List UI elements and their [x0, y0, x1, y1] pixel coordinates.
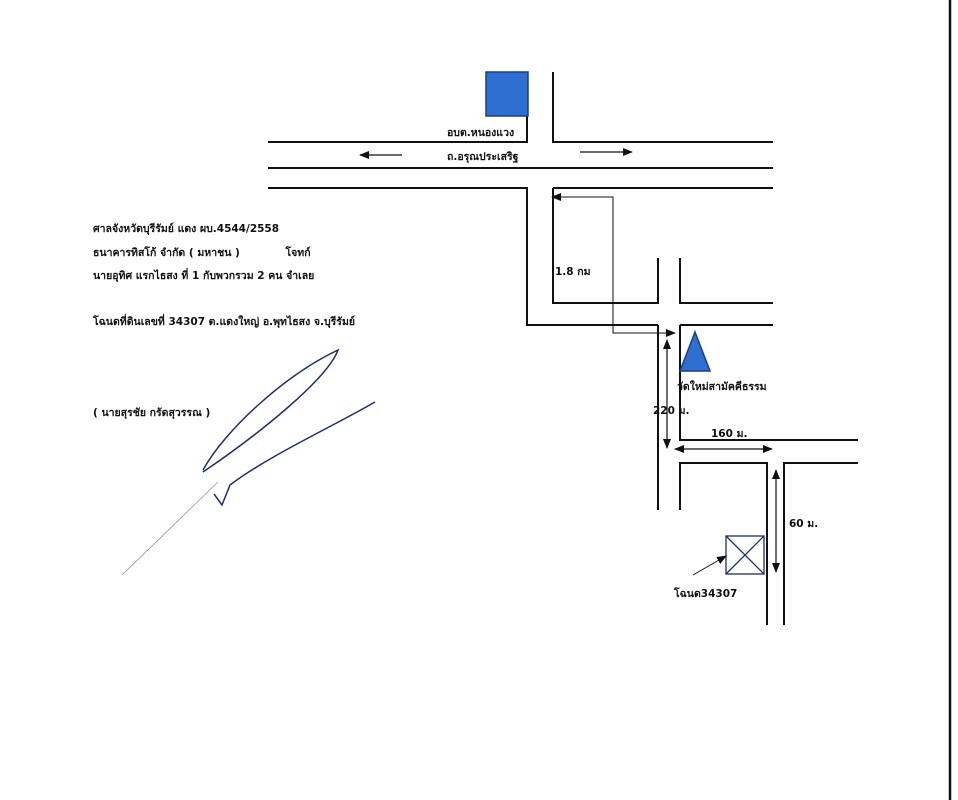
blue-triangle-icon [678, 329, 712, 372]
parcel-label: โฉนด34307 [673, 587, 737, 600]
side-road-vertical [657, 325, 858, 625]
plaintiff-role: โจทก์ [285, 247, 311, 259]
dist-220-label: 220 ม. [653, 405, 689, 417]
plaintiff-note: ธนาคารทิสโก้ จำกัด ( มหาชน ) โจทก์ [93, 244, 311, 261]
temple-label: วัดใหม่สามัคคีธรรม [677, 379, 767, 393]
distance-main-label: 1.8 กม [555, 266, 591, 278]
signer-note: ( นายสุรชัย กรัดสุวรรณ ) [93, 407, 211, 419]
road-label: ถ.อรุณประเสริฐ [447, 151, 519, 164]
court-case-note: ศาลจังหวัดบุรีรัมย์ แดง ผบ.4544/2558 [93, 223, 280, 235]
title-deed-note: โฉนดที่ดินเลขที่ 34307 ต.แดงใหญ่ อ.พุทไธ… [93, 316, 356, 328]
parcel-pointer-arrow [692, 555, 727, 576]
main-road [268, 72, 773, 326]
crossed-box-icon [725, 535, 765, 575]
dist-160-label: 160 ม. [711, 428, 747, 440]
route-line [551, 193, 676, 337]
signature [121, 348, 376, 576]
dist-60-label: 60 ม. [789, 518, 818, 530]
blue-square-icon [485, 71, 529, 117]
plaintiff-name: ธนาคารทิสโก้ จำกัด ( มหาชน ) [93, 247, 240, 259]
side-road-upper [552, 188, 773, 326]
defendant-note: นายอุทิศ แรกไธสง ที่ 1 กับพวกรวม 2 คน จำ… [93, 270, 315, 282]
office-label: อบต.หนองแวง [447, 127, 514, 139]
